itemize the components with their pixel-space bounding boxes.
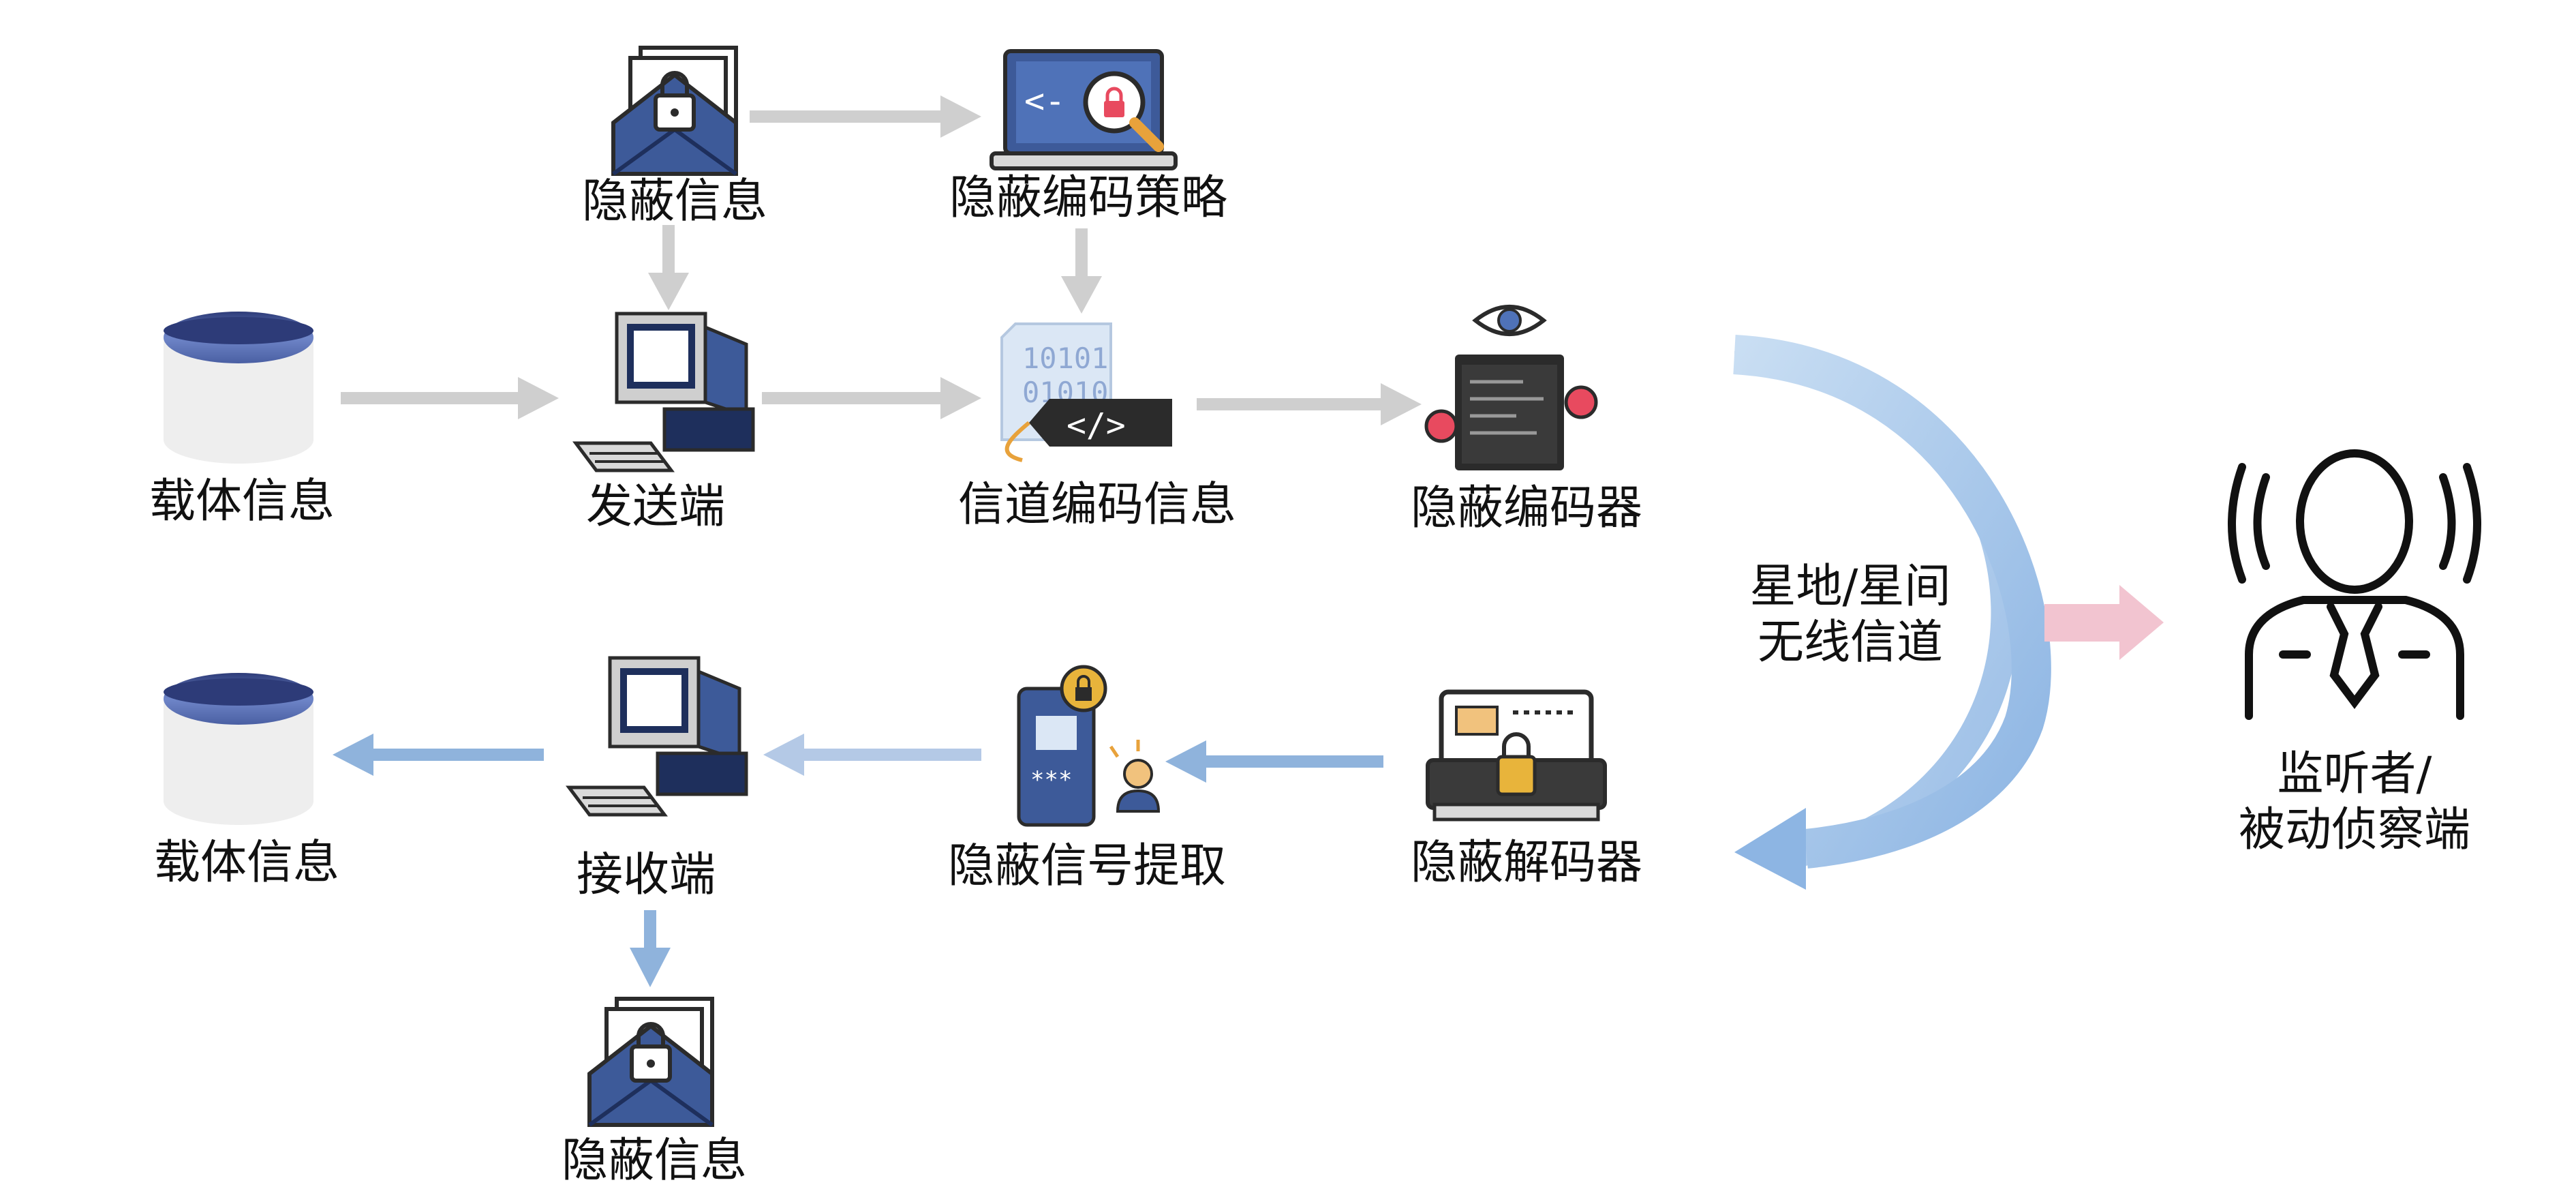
phone-password-user-icon: *** <box>1017 665 1161 827</box>
svg-text:***: *** <box>1030 766 1072 794</box>
computer-icon <box>572 312 755 472</box>
label-eavesdropper-line1: 监听者/ <box>2277 747 2432 801</box>
locked-envelope-icon <box>611 46 738 176</box>
label-channel-line2: 无线信道 <box>1757 615 1943 669</box>
arrow-sender-to-coded <box>762 377 981 419</box>
lock-card-device-icon <box>1426 689 1607 822</box>
svg-text:</>: </> <box>1067 406 1126 445</box>
label-channel-line1: 星地/星间 <box>1749 560 1951 614</box>
label-covert-encoder: 隐蔽编码器 <box>1410 481 1643 535</box>
channel-arc-arrow <box>1733 335 2051 890</box>
arrow-decoder-to-extraction <box>1165 740 1383 783</box>
label-channel: 星地/星间 无线信道 <box>1728 559 1973 670</box>
label-secret-info-bottom: 隐蔽信息 <box>561 1134 748 1188</box>
laptop-search-lock-icon: <- <box>990 49 1178 170</box>
arrow-carrier-to-sender <box>341 377 559 419</box>
label-eavesdropper-line2: 被动侦察端 <box>2238 802 2470 857</box>
arrow-to-eavesdropper <box>2044 585 2164 660</box>
label-covert-signal-extraction: 隐蔽信号提取 <box>947 839 1227 893</box>
label-channel-coded-info: 信道编码信息 <box>957 478 1237 532</box>
label-carrier-info-bottom: 载体信息 <box>153 836 340 890</box>
database-icon <box>164 673 313 825</box>
locked-envelope-icon <box>587 997 714 1127</box>
database-icon <box>164 312 313 464</box>
svg-text:<-: <- <box>1024 81 1065 121</box>
computer-icon <box>566 656 748 817</box>
label-carrier-info-top: 载体信息 <box>149 475 335 528</box>
arrow-receiver-to-secret <box>630 910 671 987</box>
label-receiver: 接收端 <box>576 848 716 902</box>
arrow-secret-to-strategy <box>750 95 981 138</box>
arrow-receiver-to-carrier <box>333 734 544 776</box>
label-covert-strategy: 隐蔽编码策略 <box>949 171 1228 225</box>
label-eavesdropper: 监听者/ 被动侦察端 <box>2232 747 2477 858</box>
label-covert-decoder: 隐蔽解码器 <box>1410 836 1643 890</box>
arrow-extraction-to-receiver <box>763 734 981 776</box>
binary-code-tag-icon: 10101 01010 </> <box>1000 322 1172 462</box>
label-secret-info-top: 隐蔽信息 <box>581 175 768 228</box>
arrow-strategy-to-coded <box>1061 228 1102 314</box>
listener-person-icon <box>2228 449 2481 720</box>
label-sender: 发送端 <box>585 480 726 534</box>
code-editor-eye-icon <box>1424 305 1598 470</box>
arrow-coded-to-encoder <box>1197 383 1422 425</box>
arrow-secret-to-sender <box>648 225 689 310</box>
svg-text:10101: 10101 <box>1022 342 1108 375</box>
